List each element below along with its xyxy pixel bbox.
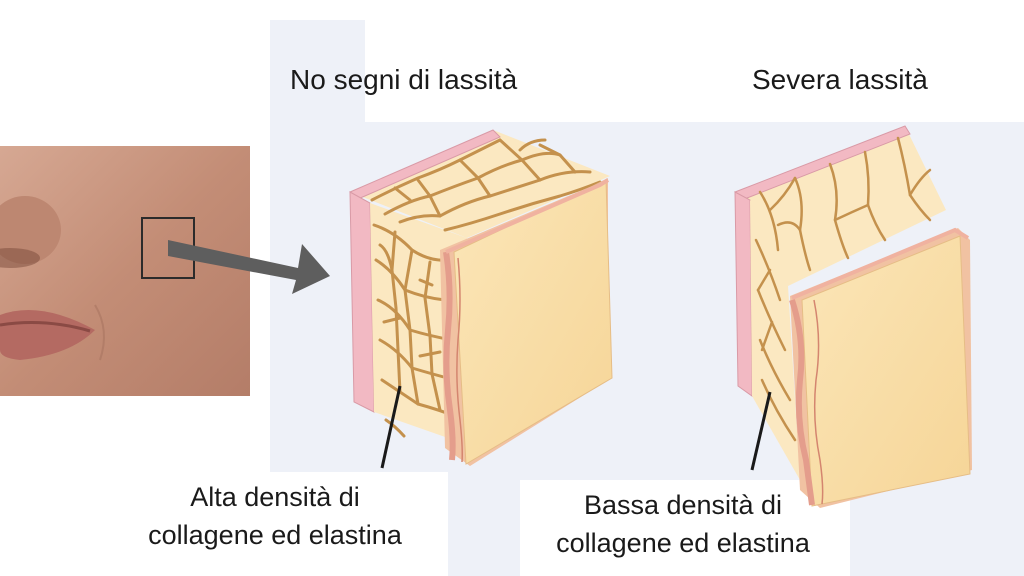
caption-right: Bassa densità di collagene ed elastina [528, 486, 838, 562]
caption-left: Alta densità di collagene ed elastina [120, 478, 430, 554]
caption-left-line1: Alta densità di [120, 478, 430, 516]
title-severe-laxity: Severa lassità [752, 62, 928, 98]
caption-left-line2: collagene ed elastina [120, 516, 430, 554]
skin-block-healthy [350, 130, 612, 466]
caption-right-line1: Bassa densità di [528, 486, 838, 524]
cheek-skin-photo [0, 146, 250, 396]
skin-block-lax [735, 126, 972, 508]
caption-right-line2: collagene ed elastina [528, 524, 838, 562]
title-no-laxity: No segni di lassità [290, 62, 517, 98]
